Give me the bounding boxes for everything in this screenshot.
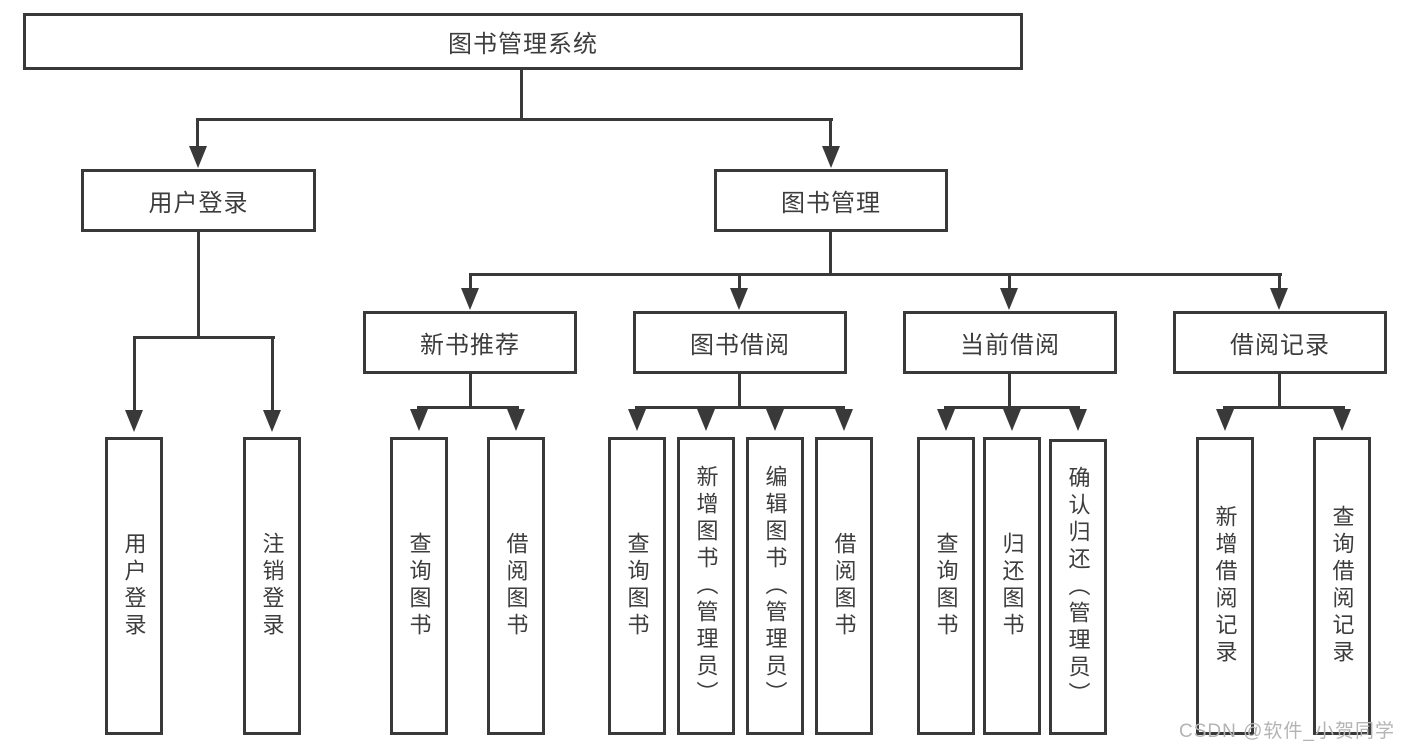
arrow-down-icon — [766, 409, 784, 431]
arrow-down-icon — [1270, 288, 1288, 310]
connector-line — [635, 406, 845, 409]
arrow-down-icon — [461, 288, 479, 310]
arrow-down-icon — [1333, 409, 1351, 431]
connector-line — [469, 374, 472, 406]
connector-line — [469, 273, 1282, 276]
node-current-borrow: 当前借阅 — [903, 311, 1117, 374]
node-user-login: 用户登录 — [81, 169, 316, 232]
node-book-management: 图书管理 — [714, 169, 948, 232]
leaf-return-book: 归还图书 — [983, 437, 1041, 735]
leaf-query-book-current: 查询图书 — [917, 437, 975, 735]
connector-line — [944, 406, 1080, 409]
arrow-down-icon — [507, 409, 525, 431]
connector-line — [829, 118, 832, 150]
leaf-borrow-book: 借阅图书 — [815, 437, 873, 735]
node-borrow-records: 借阅记录 — [1173, 311, 1387, 374]
leaf-query-book-borrow: 查询图书 — [608, 437, 666, 735]
connector-line — [520, 70, 523, 118]
arrow-down-icon — [410, 409, 428, 431]
node-new-book-recommend: 新书推荐 — [363, 311, 577, 374]
connector-line — [271, 336, 274, 412]
leaf-logout: 注销登录 — [243, 437, 301, 735]
leaf-add-book-admin: 新增图书（管理员） — [677, 437, 735, 735]
node-book-borrow: 图书借阅 — [633, 311, 847, 374]
connector-line — [469, 273, 472, 290]
arrow-down-icon — [937, 409, 955, 431]
connector-line — [738, 374, 741, 406]
connector-line — [738, 273, 741, 290]
leaf-query-borrow-record: 查询借阅记录 — [1313, 437, 1371, 735]
connector-line — [1278, 273, 1281, 290]
arrow-down-icon — [1003, 409, 1021, 431]
arrow-down-icon — [125, 410, 143, 432]
arrow-down-icon — [697, 409, 715, 431]
arrow-down-icon — [1000, 288, 1018, 310]
connector-line — [196, 118, 833, 121]
leaf-edit-book-admin: 编辑图书（管理员） — [746, 437, 804, 735]
arrow-down-icon — [1069, 409, 1087, 431]
leaf-confirm-return-admin: 确认归还（管理员） — [1049, 439, 1107, 735]
connector-line — [829, 232, 832, 273]
leaf-borrow-book-recommend: 借阅图书 — [487, 437, 545, 735]
arrow-down-icon — [822, 146, 840, 168]
arrow-down-icon — [730, 288, 748, 310]
connector-line — [196, 118, 199, 150]
arrow-down-icon — [628, 409, 646, 431]
arrow-down-icon — [835, 409, 853, 431]
connector-line — [133, 336, 136, 412]
leaf-query-book-recommend: 查询图书 — [390, 437, 448, 735]
watermark: CSDN @软件_小贺同学 — [1179, 721, 1395, 742]
connector-line — [133, 336, 275, 339]
connector-line — [417, 406, 519, 409]
connector-line — [197, 232, 200, 336]
connector-line — [1008, 273, 1011, 290]
connector-line — [1223, 406, 1345, 409]
node-root: 图书管理系统 — [23, 13, 1023, 70]
arrow-down-icon — [1216, 409, 1234, 431]
arrow-down-icon — [263, 410, 281, 432]
connector-line — [1278, 374, 1281, 406]
leaf-add-borrow-record: 新增借阅记录 — [1196, 437, 1254, 735]
connector-line — [1008, 374, 1011, 406]
arrow-down-icon — [189, 146, 207, 168]
leaf-user-login: 用户登录 — [105, 437, 163, 735]
